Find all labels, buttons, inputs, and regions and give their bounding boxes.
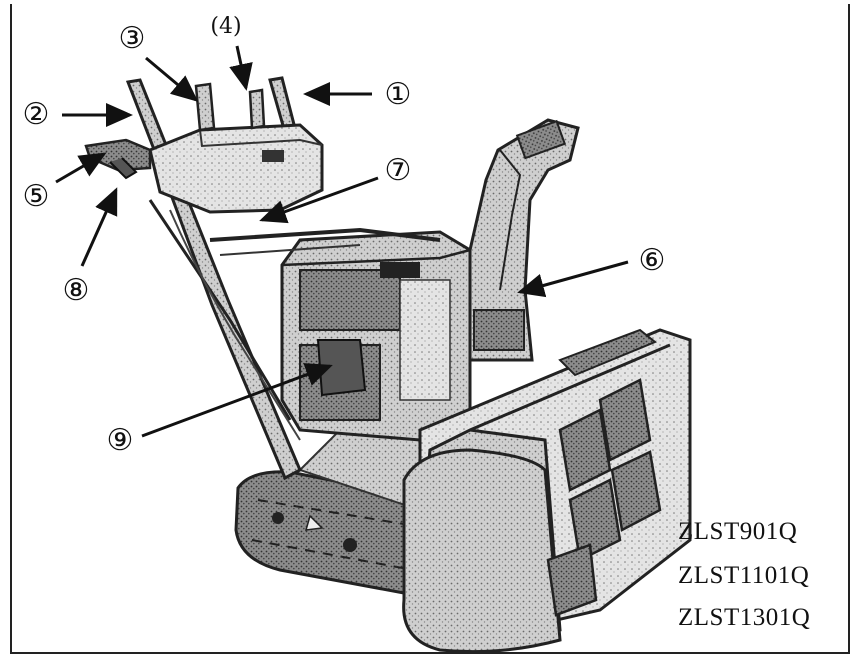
callout-4: (4) bbox=[210, 14, 242, 39]
control-panel bbox=[84, 82, 324, 214]
leader-line-9 bbox=[141, 363, 333, 438]
auger-housing bbox=[402, 328, 692, 654]
callout-5: ⑤ bbox=[22, 179, 50, 214]
leader-line-3 bbox=[145, 56, 199, 102]
leader-line-5 bbox=[55, 152, 107, 184]
leader-line-6 bbox=[517, 260, 629, 298]
callout-1: ① bbox=[384, 77, 412, 112]
auger-blades bbox=[546, 378, 662, 617]
leader-line-8 bbox=[80, 187, 118, 267]
callout-6: ⑥ bbox=[638, 243, 666, 278]
callout-7: ⑦ bbox=[384, 153, 412, 188]
discharge-chute bbox=[468, 118, 580, 362]
leader-line-7 bbox=[259, 176, 379, 224]
leader-lines bbox=[55, 45, 629, 438]
callout-3: ③ bbox=[118, 21, 146, 56]
model-name: ZLST1301Q bbox=[678, 604, 811, 631]
engine bbox=[280, 230, 472, 442]
model-name: ZLST1101Q bbox=[678, 562, 810, 589]
leader-line-4 bbox=[229, 45, 253, 91]
callout-9: ⑨ bbox=[106, 423, 134, 458]
figure-frame bbox=[10, 4, 850, 654]
model-name: ZLST901Q bbox=[678, 518, 798, 545]
callout-2: ② bbox=[22, 97, 50, 132]
callout-8: ⑧ bbox=[62, 273, 90, 308]
